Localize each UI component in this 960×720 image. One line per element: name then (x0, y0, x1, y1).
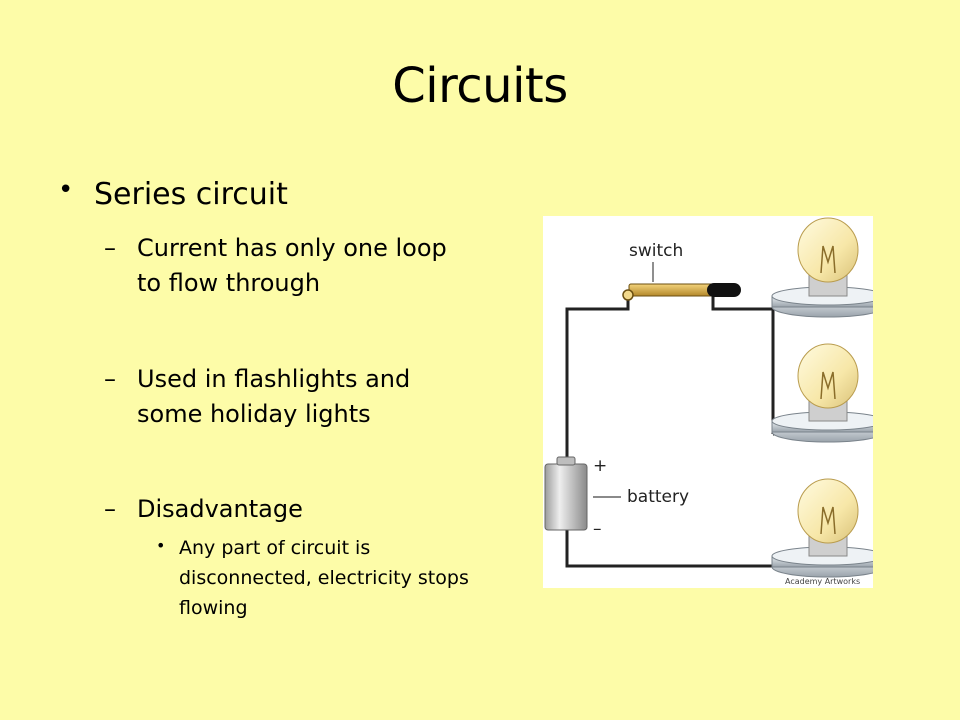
sub-bullet-text: Current has only one loop to flow throug… (137, 234, 447, 297)
dash-mark: – (104, 495, 116, 523)
switch-label: switch (629, 241, 683, 261)
bullet-mark: • (58, 175, 74, 205)
light-bulb-icon (771, 217, 873, 318)
battery-icon (544, 456, 588, 531)
dash-mark: – (104, 365, 116, 393)
image-credit: Academy Artworks (785, 577, 860, 586)
switch-icon (622, 283, 741, 301)
sub-bullet-text: Disadvantage (137, 495, 303, 523)
battery-label: battery (627, 487, 689, 507)
battery-minus-label: – (593, 519, 602, 539)
light-bulb-icon (771, 478, 873, 578)
sub-sub-bullet-text: Any part of circuit is disconnected, ele… (179, 537, 469, 619)
battery-plus-label: + (593, 456, 607, 476)
circuit-wires (565, 296, 873, 568)
series-circuit-diagram: switch + – battery (543, 216, 873, 588)
bullet-text: Series circuit (94, 177, 288, 212)
sub-bullet-text: Used in flashlights and some holiday lig… (137, 365, 411, 428)
bullet-mark: • (156, 536, 166, 555)
dash-mark: – (104, 234, 116, 262)
slide-title: Circuits (392, 58, 568, 114)
light-bulb-icon (771, 343, 873, 443)
